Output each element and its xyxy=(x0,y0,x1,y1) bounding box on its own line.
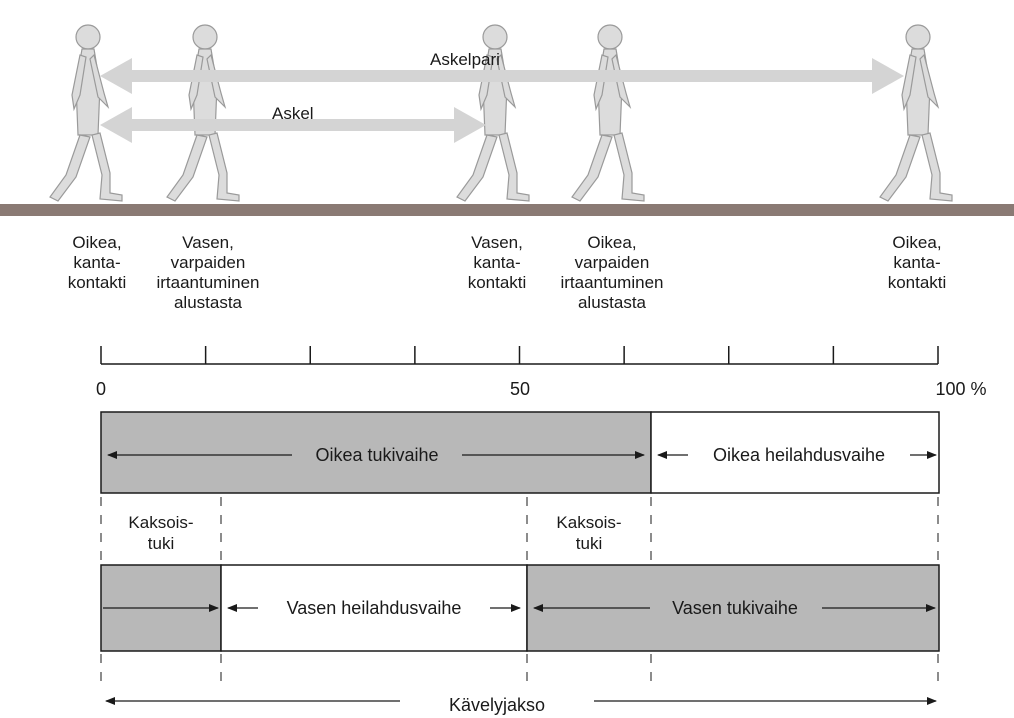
double-support-1-line-1: Kaksois- xyxy=(128,513,193,532)
right-leg-bar: Oikea tukivaihe Oikea heilahdusvaihe xyxy=(101,412,939,493)
event-label-3-line-3: kontakti xyxy=(468,273,527,292)
event-label-1-line-1: Oikea, xyxy=(72,233,121,252)
askelpari-label: Askelpari xyxy=(430,50,500,69)
double-support-1-line-2: tuki xyxy=(148,534,174,553)
walker-figure-2 xyxy=(167,25,239,201)
event-label-5-line-2: kanta- xyxy=(893,253,940,272)
left-stance-label: Vasen tukivaihe xyxy=(672,598,798,618)
gait-cycle-label: Kävelyjakso xyxy=(449,695,545,715)
walker-figure-5 xyxy=(880,25,952,201)
event-label-4-line-3: irtaantuminen xyxy=(560,273,663,292)
left-leg-bar: Vasen heilahdusvaihe Vasen tukivaihe xyxy=(101,565,939,651)
right-stance-label: Oikea tukivaihe xyxy=(315,445,438,465)
event-label-1-line-3: kontakti xyxy=(68,273,127,292)
event-label-5-line-1: Oikea, xyxy=(892,233,941,252)
event-label-4-line-1: Oikea, xyxy=(587,233,636,252)
event-label-4-line-2: varpaiden xyxy=(575,253,650,272)
event-label-2-line-1: Vasen, xyxy=(182,233,234,252)
event-labels: Oikea,kanta-kontaktiVasen,varpaidenirtaa… xyxy=(68,233,947,312)
event-label-2-line-3: irtaantuminen xyxy=(156,273,259,292)
scale-label-0: 0 xyxy=(96,379,106,399)
event-label-2-line-2: varpaiden xyxy=(171,253,246,272)
event-label-2-line-4: alustasta xyxy=(174,293,243,312)
scale-label-100: 100 % xyxy=(935,379,986,399)
left-swing-label: Vasen heilahdusvaihe xyxy=(287,598,462,618)
ground-strip xyxy=(0,204,1014,216)
double-support-2-line-2: tuki xyxy=(576,534,602,553)
percent-scale: 0 50 100 % xyxy=(96,346,987,399)
walker-figure-1 xyxy=(50,25,122,201)
double-support-2-line-1: Kaksois- xyxy=(556,513,621,532)
event-label-5-line-3: kontakti xyxy=(888,273,947,292)
event-label-4-line-4: alustasta xyxy=(578,293,647,312)
gait-cycle-arrow: Kävelyjakso xyxy=(106,695,936,715)
walker-figure-4 xyxy=(572,25,644,201)
event-label-3-line-1: Vasen, xyxy=(471,233,523,252)
event-label-3-line-2: kanta- xyxy=(473,253,520,272)
askel-label: Askel xyxy=(272,104,314,123)
right-swing-label: Oikea heilahdusvaihe xyxy=(713,445,885,465)
event-label-1-line-2: kanta- xyxy=(73,253,120,272)
scale-label-50: 50 xyxy=(510,379,530,399)
